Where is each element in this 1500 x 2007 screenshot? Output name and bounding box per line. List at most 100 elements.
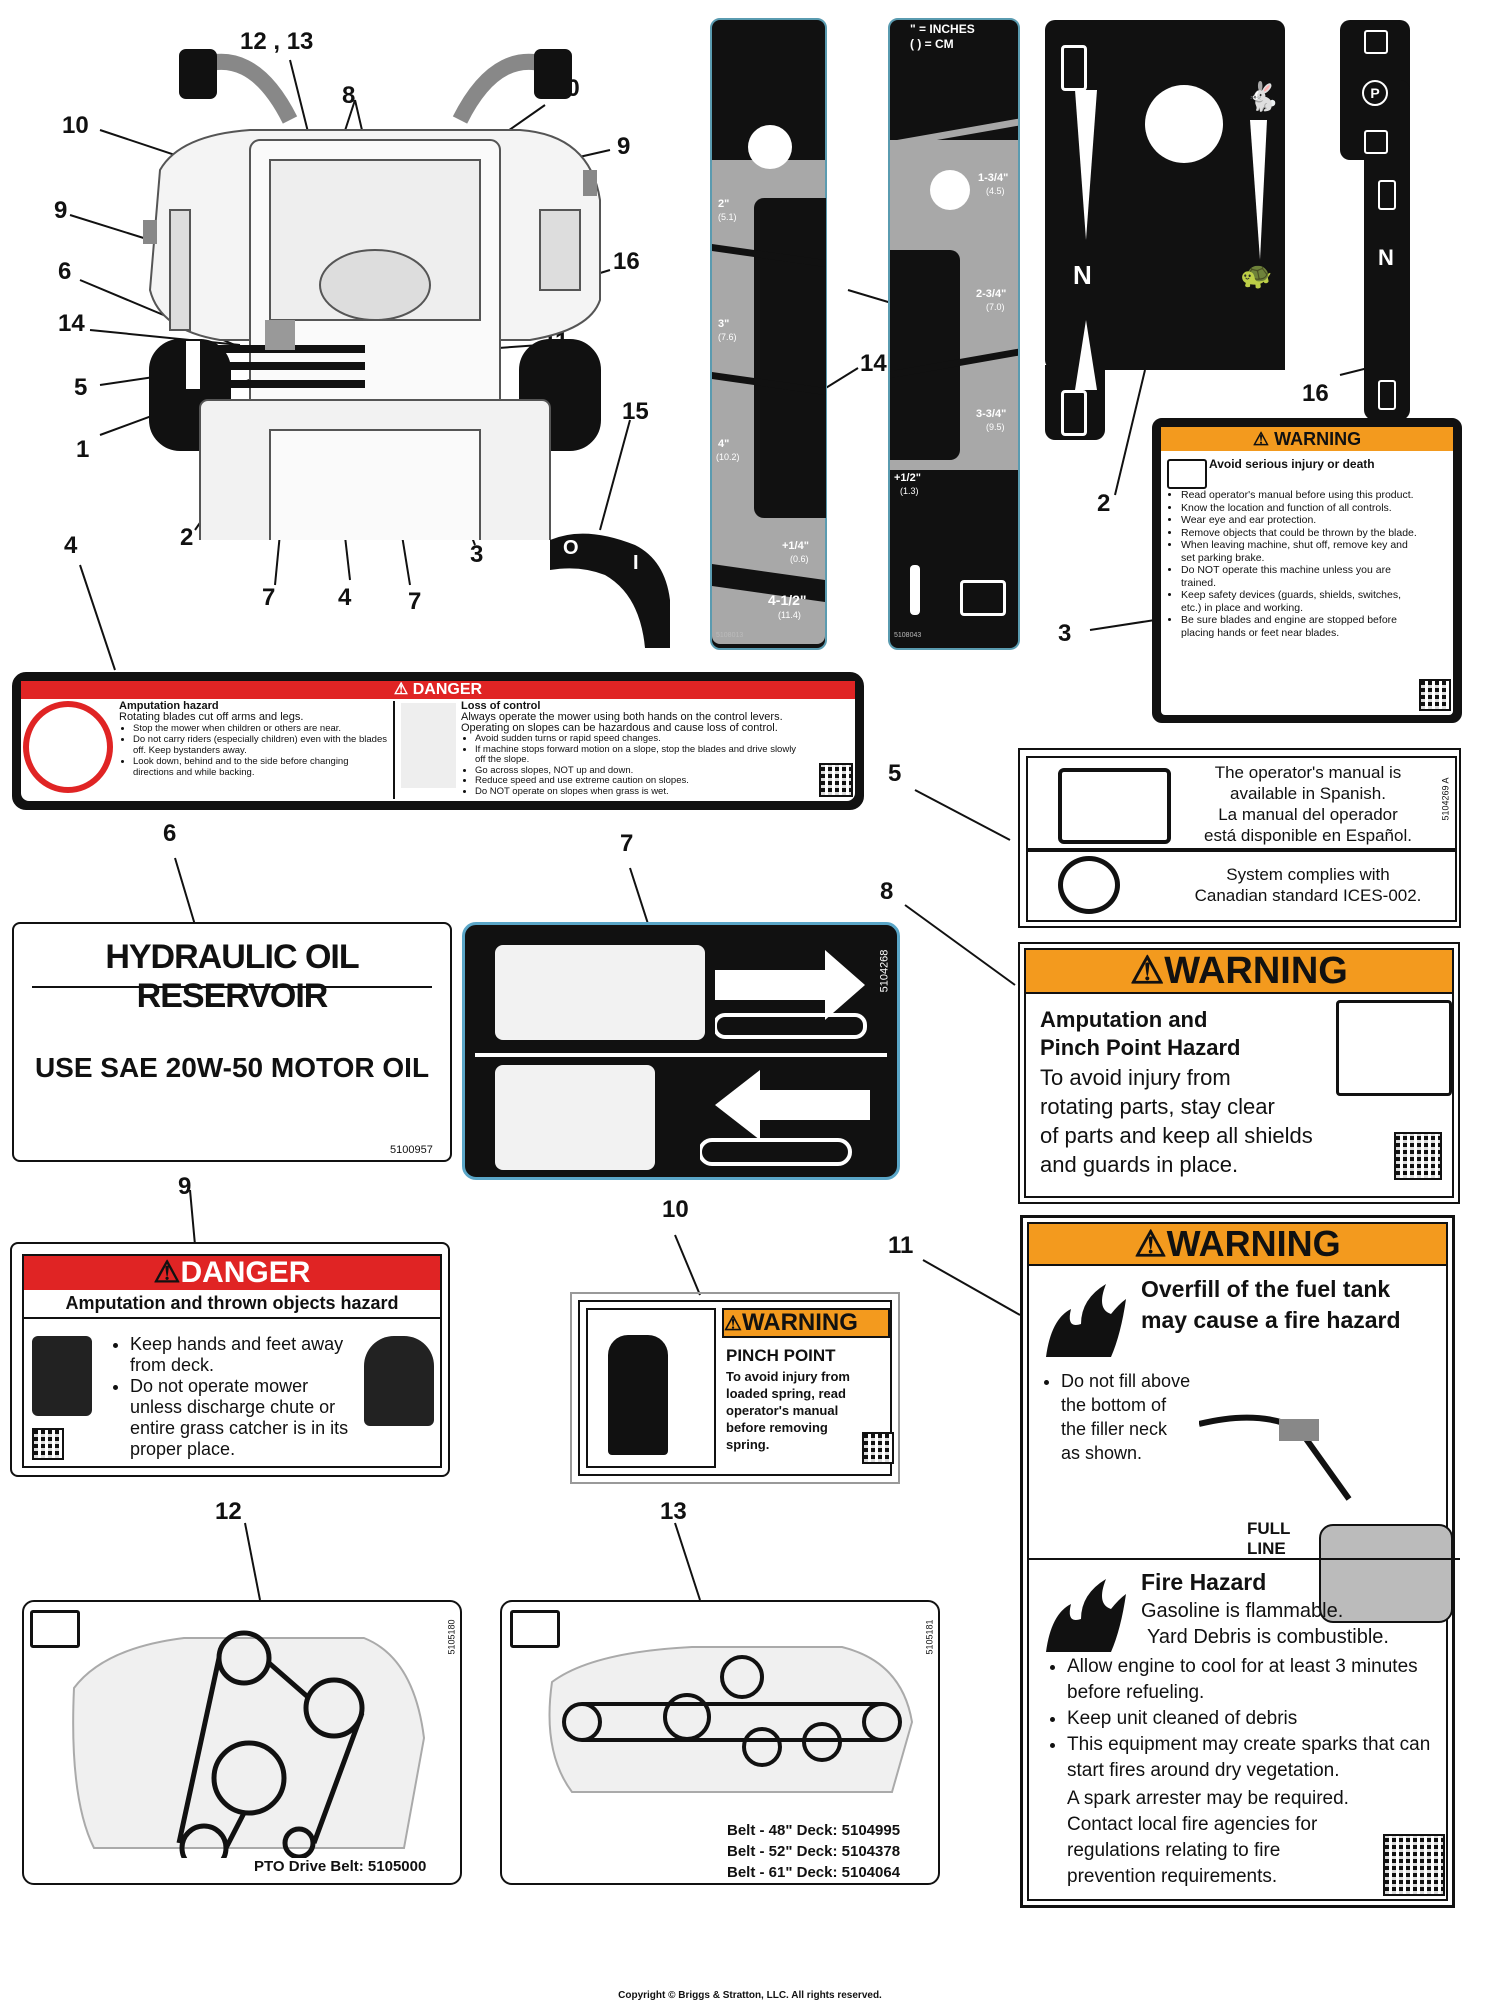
height-mark-cm: (7.0) <box>986 302 1005 312</box>
qr-code <box>1394 1132 1442 1180</box>
belt-decal-12: PTO Drive Belt: 5105000 5105180 <box>22 1600 462 1885</box>
qr-code <box>1383 1834 1445 1896</box>
warning-body-line: rotating parts, stay clear <box>1040 1094 1275 1119</box>
warning-decal-3: ⚠ WARNING Avoid serious injury or death … <box>1152 418 1462 723</box>
fire-list-item: This equipment may create sparks that ca… <box>1067 1732 1467 1784</box>
callout-7: 7 <box>408 588 422 615</box>
compliance-text: Canadian standard ICES-002. <box>1194 886 1422 905</box>
belt-label: PTO Drive Belt: 5105000 <box>254 1858 427 1875</box>
belt-label: Belt - 52" Deck: 5104378 <box>727 1843 901 1860</box>
height-mark: 3" <box>718 318 730 330</box>
lock-icon <box>960 580 1006 616</box>
forward-mower-icon <box>1378 180 1396 210</box>
callout-7: 7 <box>262 584 276 611</box>
callout-7: 7 <box>620 830 634 857</box>
danger-list-item: Stop the mower when children or others a… <box>133 723 389 734</box>
deck-belt-diagram <box>548 1646 914 1793</box>
callout-16: 16 <box>1302 380 1329 407</box>
callout-16: 16 <box>613 248 640 275</box>
danger-sub: Amputation and thrown objects hazard <box>24 1290 440 1319</box>
no-riders-icon <box>23 701 113 793</box>
callout-8: 8 <box>880 878 894 905</box>
backing-decal-7: 5104268 <box>462 922 900 1180</box>
warning-body-line: To avoid injury from <box>1040 1065 1231 1090</box>
reverse-mower-icon <box>1061 390 1087 436</box>
warning-list-item: Do NOT operate this machine unless you a… <box>1181 564 1421 589</box>
part-number: 5108043 <box>894 632 922 639</box>
reverse-mower-icon <box>1378 380 1396 410</box>
neutral-label: N <box>1073 260 1092 290</box>
danger-left-title: Amputation hazard <box>119 700 219 712</box>
callout-13: 13 <box>660 1498 687 1525</box>
qr-code <box>1419 679 1451 711</box>
height-mark-cm: (7.6) <box>718 332 737 342</box>
height-hole-icon <box>748 125 792 169</box>
warning-header: ⚠WARNING <box>1029 1224 1446 1266</box>
callout-15: 15 <box>622 398 649 425</box>
unlock-icon <box>1364 30 1388 54</box>
qr-code <box>32 1428 64 1460</box>
units-legend: " = INCHES <box>910 22 975 36</box>
warning-list-item: Keep safety devices (guards, shields, sw… <box>1181 589 1421 614</box>
callout-9: 9 <box>617 133 631 160</box>
warning-list: Read operator's manual before using this… <box>1167 489 1421 639</box>
warning-decal-10: ⚠WARNING PINCH POINT To avoid injury fro… <box>570 1292 900 1484</box>
callout-14: 14 <box>58 310 85 337</box>
hydraulic-title: HYDRAULIC OIL RESERVOIR <box>105 938 359 1015</box>
warning-triangle-icon: ⚠ <box>1134 1223 1167 1264</box>
danger-right-title: Loss of control <box>461 700 541 712</box>
thrown-objects-icon <box>364 1336 434 1426</box>
part-number: 5100957 <box>390 1144 433 1156</box>
fire-list-item: Keep unit cleaned of debris <box>1067 1706 1467 1732</box>
fuel-tank-icon <box>1319 1524 1453 1623</box>
turtle-slow-icon: 🐢 <box>1240 260 1273 290</box>
warning-list-item: Know the location and function of all co… <box>1181 502 1421 515</box>
mower-reverse-icon <box>495 1065 655 1170</box>
manual-text: está disponible en Español. <box>1204 826 1412 845</box>
warning-triangle-icon: ⚠ <box>1252 429 1270 449</box>
fuel-list: Do not fill above the bottom of the fill… <box>1043 1369 1191 1465</box>
danger-decal-9: ⚠DANGER Amputation and thrown objects ha… <box>10 1242 450 1477</box>
hydraulic-body: USE SAE 20W-50 MOTOR OIL <box>34 1052 430 1083</box>
warning-list-item: Read operator's manual before using this… <box>1181 489 1421 502</box>
warning-header: ⚠WARNING <box>1026 950 1452 994</box>
rabbit-fast-icon: 🐇 <box>1245 81 1280 112</box>
rcm-compliance-icon <box>1058 856 1120 914</box>
callout-3: 3 <box>470 541 484 568</box>
height-mark: +1/2" <box>894 472 921 484</box>
fire-hazard-sub: Yard Debris is combustible. <box>1147 1626 1389 1648</box>
warning-body: To avoid injury from loaded spring, read… <box>726 1369 850 1452</box>
warning-triangle-icon: ⚠ <box>1130 950 1165 992</box>
manual-book-icon <box>1058 768 1171 844</box>
pinch-point-hand-icon <box>586 1308 716 1468</box>
warning-triangle-icon: ⚠ <box>724 1313 742 1335</box>
danger-header: ⚠DANGER <box>24 1256 440 1290</box>
height-mark-cm: (5.1) <box>718 212 737 222</box>
lever-decal: 🐇 🐢 N <box>1045 20 1285 440</box>
lever-hole-icon <box>1145 85 1223 163</box>
warning-triangle-icon: ⚠ <box>393 681 409 698</box>
warning-list-item: Remove objects that could be thrown by t… <box>1181 527 1421 540</box>
fire-icon <box>1046 1284 1126 1357</box>
danger-left-list: Stop the mower when children or others a… <box>119 723 389 778</box>
height-mark-cm: (4.5) <box>986 186 1005 196</box>
height-mark: 1-3/4" <box>978 172 1009 184</box>
fire-extra: Contact local fire agencies for regulati… <box>1067 1814 1318 1887</box>
mower-top-view-illustration <box>143 49 601 540</box>
park-label: P <box>1362 80 1388 106</box>
fire-extra: A spark arrester may be required. <box>1067 1788 1349 1809</box>
danger-list-item: Reduce speed and use extreme caution on … <box>475 775 806 787</box>
compliance-text: System complies with <box>1226 865 1390 884</box>
danger-list-item: If machine stops forward motion on a slo… <box>475 744 806 766</box>
height-mark-cm: (11.4) <box>778 610 801 620</box>
danger-decal-4: ⚠ DANGER Amputation hazard Rotating blad… <box>12 672 864 810</box>
qr-code <box>819 763 853 797</box>
warning-title: Pinch Point Hazard <box>1040 1035 1241 1060</box>
height-decal-right: " = INCHES ( ) = CM 1-3/4" (4.5) 2-3/4" … <box>888 18 1020 650</box>
manual-book-icon <box>510 1610 560 1648</box>
manual-text: available in Spanish. <box>1230 784 1386 803</box>
fire-hazard-title: Fire Hazard <box>1141 1569 1267 1595</box>
fire-list-item: Allow engine to cool for at least 3 minu… <box>1067 1654 1467 1706</box>
height-mark: 2" <box>718 198 730 210</box>
pinch-hand-icon <box>1336 1000 1452 1096</box>
